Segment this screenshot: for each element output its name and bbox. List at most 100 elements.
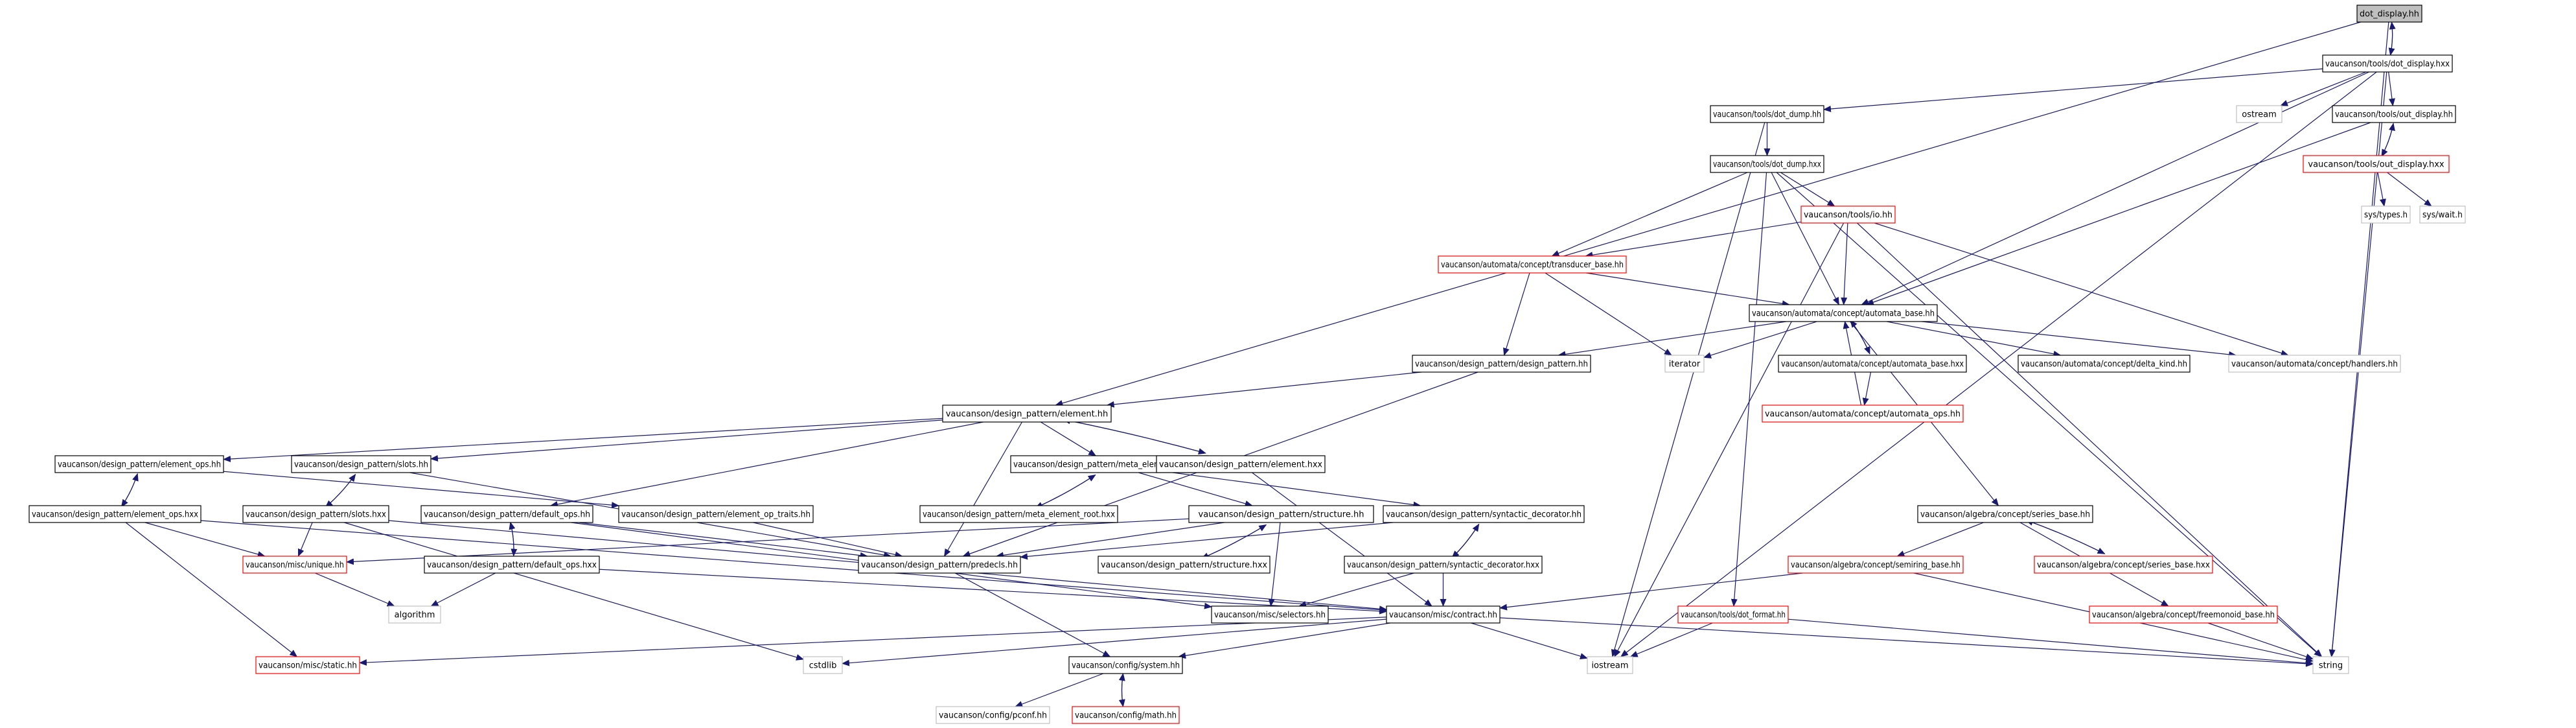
node-unique-hh[interactable]: vaucanson/misc/unique.hh	[242, 556, 347, 574]
node-slots-hh[interactable]: vaucanson/design_pattern/slots.hh	[291, 455, 431, 473]
edge-slots_hxx-to-unique_hh	[297, 522, 313, 557]
node-iostream[interactable]: iostream	[1587, 656, 1633, 674]
node-slots-hxx[interactable]: vaucanson/design_pattern/slots.hxx	[242, 505, 389, 523]
node-structure-hxx[interactable]: vaucanson/design_pattern/structure.hxx	[1098, 556, 1271, 574]
node-automata-base-hxx[interactable]: vaucanson/automata/concept/automata_base…	[1778, 355, 1967, 373]
node-pconf[interactable]: vaucanson/config/pconf.hh	[936, 706, 1050, 724]
node-selectors-hh[interactable]: vaucanson/misc/selectors.hh	[1211, 605, 1329, 624]
node-series-base-hxx[interactable]: vaucanson/algebra/concept/series_base.hx…	[2034, 556, 2213, 574]
node-box	[1587, 656, 1633, 674]
node-box	[255, 656, 360, 674]
node-meta-element-root-hxx[interactable]: vaucanson/design_pattern/meta_element_ro…	[919, 505, 1118, 523]
edge-structure_hh-to-unique_hh	[346, 518, 1190, 565]
edge-slots_hh-to-slots_hxx	[325, 474, 356, 508]
edge-element_ops_hxx-to-element_ops_hh	[121, 473, 139, 508]
node-default-ops-hxx[interactable]: vaucanson/design_pattern/default_ops.hxx	[424, 556, 600, 574]
node-label: vaucanson/design_pattern/meta_element_ro…	[923, 510, 1115, 520]
node-box	[858, 556, 1021, 574]
node-element-hxx[interactable]: vaucanson/design_pattern/element.hxx	[1156, 455, 1326, 473]
node-syntactic-decorator-hh[interactable]: vaucanson/design_pattern/syntactic_decor…	[1383, 505, 1585, 523]
edge-element_ops_hxx-to-static_hh	[125, 522, 298, 657]
node-element-hh[interactable]: vaucanson/design_pattern/element.hh	[942, 405, 1112, 423]
edge-dot_dump_hxx-to-automata_base_hh	[1771, 172, 1839, 305]
node-automata-ops[interactable]: vaucanson/automata/concept/automata_ops.…	[1762, 405, 1964, 423]
edge-dot_display_hxx-to-out_display_hh	[2388, 71, 2395, 106]
node-box	[242, 505, 389, 523]
node-box	[29, 505, 201, 523]
node-ostream[interactable]: ostream	[2236, 105, 2283, 123]
node-transducer-base[interactable]: vaucanson/automata/concept/transducer_ba…	[1438, 255, 1627, 274]
edge-syntactic_decorator_hh-to-predecls_hh	[1020, 522, 1394, 560]
node-label: vaucanson/tools/dot_format.hh	[1681, 611, 1786, 620]
node-series-base-hh[interactable]: vaucanson/algebra/concept/series_base.hh	[1917, 505, 2093, 523]
node-dot-dump-hxx[interactable]: vaucanson/tools/dot_dump.hxx	[1710, 155, 1824, 173]
edge-unique_hh-to-algorithm	[315, 572, 395, 607]
node-syntactic-decorator-hxx[interactable]: vaucanson/design_pattern/syntactic_decor…	[1344, 556, 1543, 574]
node-dot-display-hh[interactable]: dot_display.hh	[2356, 5, 2422, 23]
node-box	[1098, 556, 1271, 574]
node-iterator[interactable]: iterator	[1664, 355, 1705, 373]
node-box	[936, 706, 1050, 724]
node-predecls-hh[interactable]: vaucanson/design_pattern/predecls.hh	[858, 556, 1021, 574]
node-box	[1068, 656, 1183, 674]
edge-dot_display_hh-to-element_hh	[1055, 21, 2361, 406]
node-contract-hh[interactable]: vaucanson/misc/contract.hh	[1386, 605, 1501, 624]
node-label: vaucanson/automata/concept/automata_base…	[1781, 360, 1964, 370]
node-sys-types[interactable]: sys/types.h	[2361, 205, 2411, 224]
edge-element_hxx-to-element_hh	[1062, 417, 1206, 454]
edge-element_hh-to-element_hxx	[1063, 419, 1206, 455]
edge-automata_base_hxx-to-automata_ops	[1862, 371, 1872, 406]
edge-automata_base_hh-to-iterator	[1703, 321, 1817, 358]
node-box	[2034, 556, 2213, 574]
node-design-pattern-hh[interactable]: vaucanson/design_pattern/design_pattern.…	[1412, 355, 1591, 373]
node-io-hh[interactable]: vaucanson/tools/io.hh	[1800, 205, 1896, 224]
node-dot-format[interactable]: vaucanson/tools/dot_format.hh	[1677, 605, 1789, 624]
node-handlers[interactable]: vaucanson/automata/concept/handlers.hh	[2228, 355, 2401, 373]
node-box	[2322, 54, 2453, 73]
edge-dot_display_hxx-to-dot_display_hh	[2389, 21, 2396, 56]
node-string[interactable]: string	[2312, 656, 2349, 674]
edge-structure_hh-to-selectors_hh	[1268, 522, 1281, 607]
node-semiring-base[interactable]: vaucanson/algebra/concept/semiring_base.…	[1788, 556, 1964, 574]
node-element-op-traits[interactable]: vaucanson/design_pattern/element_op_trai…	[618, 505, 814, 523]
node-structure-hh[interactable]: vaucanson/design_pattern/structure.hh	[1188, 505, 1374, 523]
node-dot-dump-hh[interactable]: vaucanson/tools/dot_dump.hh	[1710, 105, 1824, 123]
node-label: vaucanson/automata/concept/delta_kind.hh	[2021, 360, 2187, 370]
edge-freemonoid_base-to-string	[2207, 622, 2314, 660]
node-sys-wait[interactable]: sys/wait.h	[2419, 205, 2466, 224]
node-label: vaucanson/design_pattern/default_ops.hh	[424, 510, 590, 520]
edge-dot_display_hxx-to-automata_base_hh	[1861, 71, 2369, 305]
edge-io_hh-to-automata_base_hh	[1841, 222, 1848, 305]
node-label: vaucanson/design_pattern/syntactic_decor…	[1347, 561, 1539, 570]
node-out-display-hh[interactable]: vaucanson/tools/out_display.hh	[2332, 105, 2456, 123]
node-algorithm[interactable]: algorithm	[388, 605, 441, 624]
edge-element_hxx-to-contract_hh	[1252, 472, 1432, 607]
node-box	[2419, 205, 2466, 224]
node-element-ops-hh[interactable]: vaucanson/design_pattern/element_ops.hh	[54, 455, 224, 473]
node-box	[919, 505, 1118, 523]
node-element-ops-hxx[interactable]: vaucanson/design_pattern/element_ops.hxx	[29, 505, 201, 523]
node-label: vaucanson/automata/concept/transducer_ba…	[1441, 261, 1624, 270]
node-system-hh[interactable]: vaucanson/config/system.hh	[1068, 656, 1183, 674]
edge-default_ops_hh-to-predecls_hh	[579, 522, 868, 559]
edge-semiring_base-to-contract_hh	[1499, 572, 1803, 611]
node-static-hh[interactable]: vaucanson/misc/static.hh	[255, 656, 360, 674]
node-box	[2018, 355, 2191, 373]
node-freemonoid-base[interactable]: vaucanson/algebra/concept/freemonoid_bas…	[2089, 605, 2278, 624]
node-delta-kind[interactable]: vaucanson/automata/concept/delta_kind.hh	[2018, 355, 2191, 373]
node-label: vaucanson/design_pattern/element_ops.hh	[58, 460, 221, 470]
node-cstdlib[interactable]: cstdlib	[803, 656, 843, 674]
node-math-hh[interactable]: vaucanson/config/math.hh	[1072, 706, 1180, 724]
node-label: iostream	[1591, 661, 1628, 671]
node-default-ops-hh[interactable]: vaucanson/design_pattern/default_ops.hh	[420, 505, 593, 523]
node-automata-base-hh[interactable]: vaucanson/automata/concept/automata_base…	[1749, 304, 1938, 322]
node-box	[1749, 304, 1938, 322]
edge-syntactic_decorator_hxx-to-syntactic_decorator_hh	[1451, 523, 1480, 558]
edge-element_hh-to-predecls_hh	[944, 421, 1022, 557]
node-label: vaucanson/tools/out_display.hxx	[2308, 160, 2444, 170]
node-dot-display-hxx[interactable]: vaucanson/tools/dot_display.hxx	[2322, 54, 2453, 73]
edge-dot_display_hxx-to-ostream	[2280, 71, 2367, 106]
node-out-display-hxx[interactable]: vaucanson/tools/out_display.hxx	[2303, 155, 2450, 173]
node-label: sys/types.h	[2364, 211, 2408, 220]
edge-syntactic_decorator_hxx-to-selectors_hh	[1298, 572, 1414, 607]
